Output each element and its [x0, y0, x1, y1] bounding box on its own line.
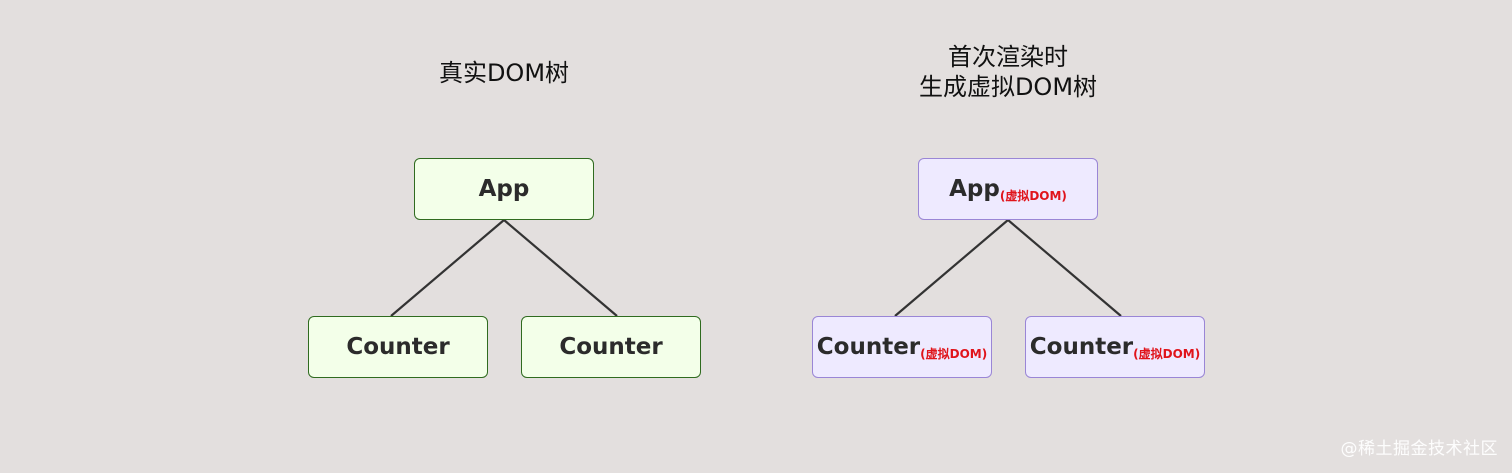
left-title-text: 真实DOM树: [438, 59, 570, 87]
edge-right-root-to-child-2: [1007, 219, 1122, 317]
right-title-line-1: 首次渲染时: [948, 43, 1068, 71]
edge-right-root-to-child-1: [894, 219, 1009, 317]
edge-left-root-to-child-1: [390, 219, 505, 317]
virtual-dom-tag: (虚拟DOM): [1133, 346, 1201, 361]
node-label: App: [949, 176, 1000, 202]
node-label: App: [478, 176, 530, 202]
right-panel-title: 首次渲染时 生成虚拟DOM树: [888, 42, 1128, 102]
edge-left-root-to-child-2: [503, 219, 618, 317]
right-root-node: App(虚拟DOM): [918, 158, 1098, 220]
virtual-dom-tag: (虚拟DOM): [920, 346, 988, 361]
watermark-text: @稀土掘金技术社区: [1340, 439, 1498, 459]
left-child-node-2: Counter: [521, 316, 701, 378]
left-root-node: App: [414, 158, 594, 220]
virtual-dom-tag: (虚拟DOM): [999, 188, 1067, 203]
right-child-node-2: Counter(虚拟DOM): [1025, 316, 1205, 378]
left-panel-title: 真实DOM树: [404, 58, 604, 88]
node-label: Counter: [816, 334, 921, 360]
left-child-node-1: Counter: [308, 316, 488, 378]
right-title-line-2: 生成虚拟DOM树: [918, 73, 1098, 101]
node-label: Counter: [559, 334, 663, 360]
node-label: Counter: [346, 334, 450, 360]
node-label: Counter: [1029, 334, 1134, 360]
right-child-node-1: Counter(虚拟DOM): [812, 316, 992, 378]
